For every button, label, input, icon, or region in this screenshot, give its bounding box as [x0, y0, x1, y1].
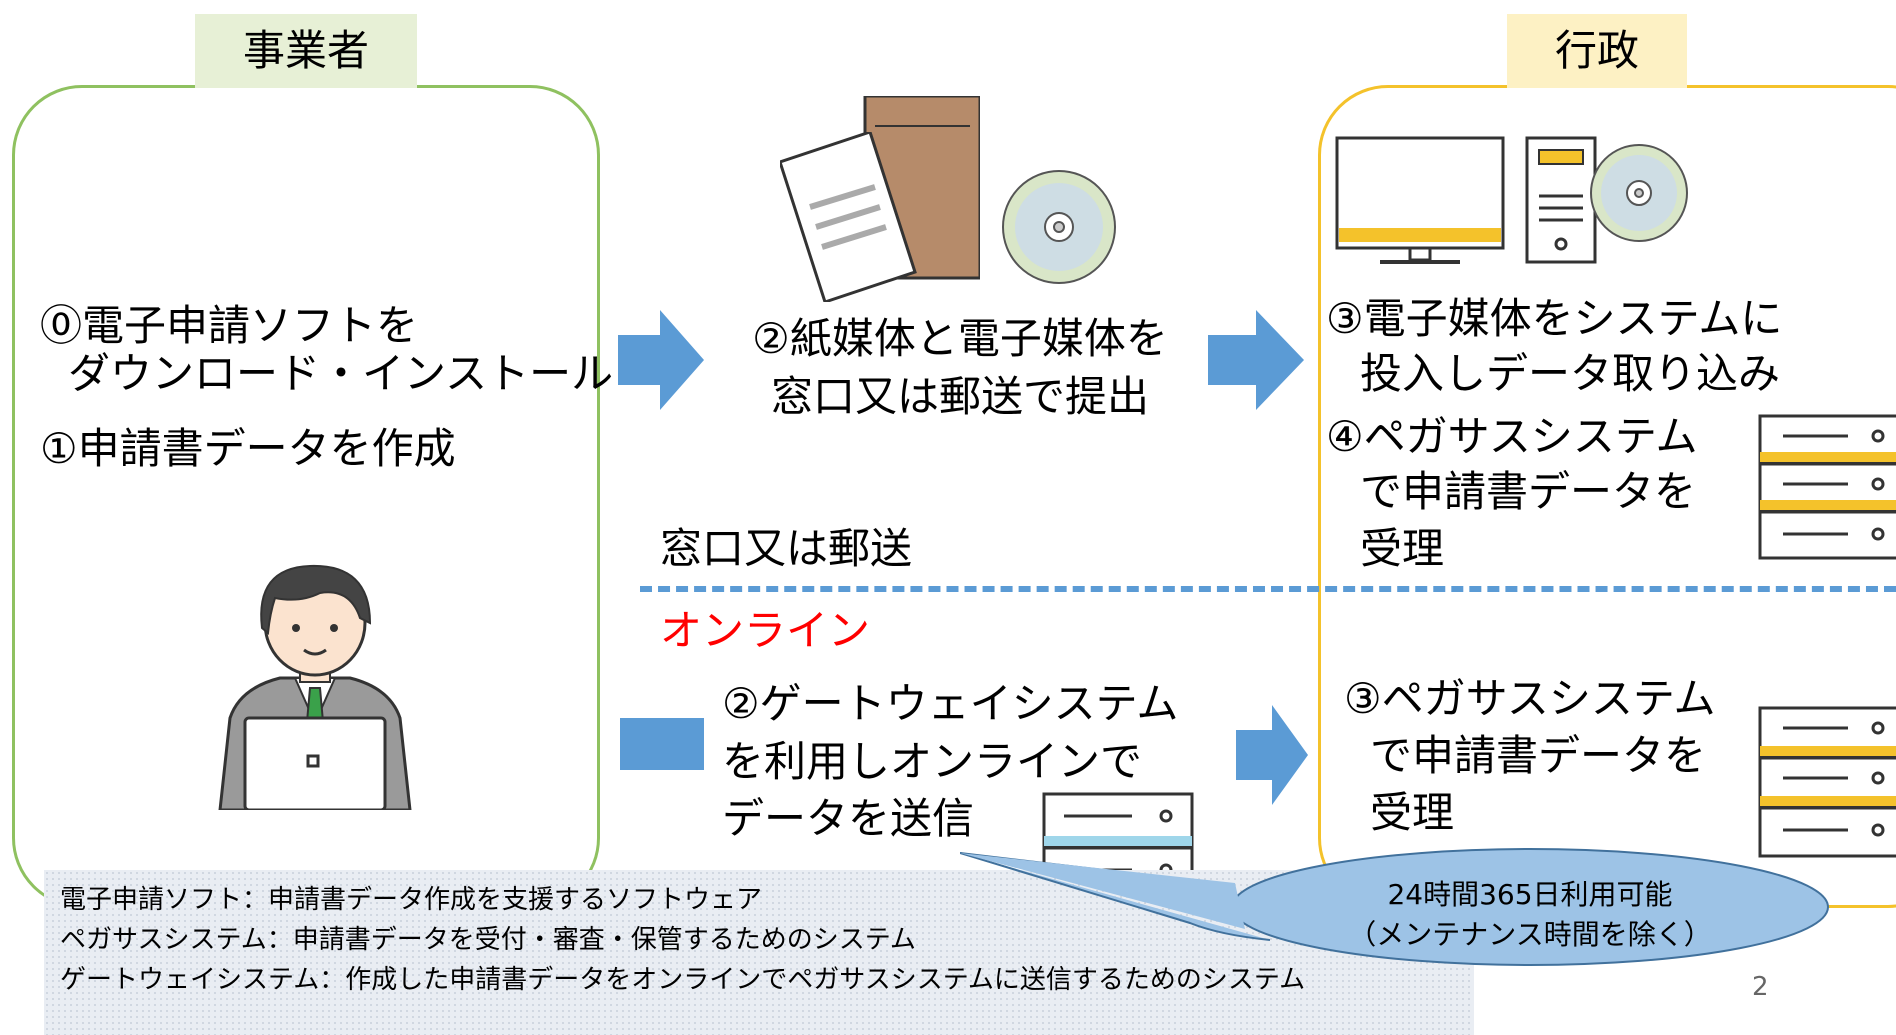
paper-step4-line3: 受理 [1360, 524, 1445, 573]
online-step2-line1: ②ゲートウェイシステム [722, 679, 1179, 728]
availability-callout [960, 848, 1829, 966]
cd-disc-icon [1590, 144, 1688, 242]
callout-text: 24時間365日利用可能 （メンテナンス時間を除く） [1345, 875, 1715, 955]
online-step3-line3: 受理 [1370, 788, 1455, 837]
server-rack-icon [1758, 414, 1896, 560]
arrow-right-icon [1236, 705, 1308, 805]
step0-line1: ⓪電子申請ソフトを [40, 301, 419, 350]
paper-step2-line2: 窓口又は郵送で提出 [770, 372, 1149, 421]
step1-text: ①申請書データを作成 [40, 424, 456, 473]
paper-step2-line1: ②紙媒体と電子媒体を [752, 314, 1168, 363]
online-route-label: オンライン [660, 606, 871, 655]
paper-step3-line1: ③電子媒体をシステムに [1326, 294, 1783, 343]
arrow-right-icon [620, 718, 704, 770]
document-icon [780, 132, 917, 302]
online-step2-line3: データを送信 [722, 794, 975, 843]
person-laptop-icon [218, 564, 412, 810]
cd-disc-icon [1002, 170, 1116, 284]
route-divider [640, 586, 1896, 592]
callout-line2: （メンテナンス時間を除く） [1348, 918, 1712, 951]
page-number: 2 [1752, 972, 1769, 1002]
paper-route-label: 窓口又は郵送 [660, 524, 913, 573]
government-tab-label: 行政 [1507, 14, 1687, 88]
note-item: ゲートウェイシステム：作成した申請書データをオンラインでペガサスシステムに送信す… [60, 965, 1306, 995]
callout-line1: 24時間365日利用可能 [1387, 878, 1673, 911]
business-tab-label: 事業者 [195, 14, 417, 88]
glossary-notes: 電子申請ソフト：申請書データ作成を支援するソフトウェア ペガサスシステム：申請書… [44, 870, 1474, 1035]
paper-step4-line2: で申請書データを [1360, 467, 1697, 516]
note-item: ペガサスシステム：申請書データを受付・審査・保管するためのシステム [60, 925, 916, 955]
online-step2-line2: を利用しオンラインで [722, 737, 1143, 786]
online-step3-line1: ③ペガサスシステム [1344, 674, 1716, 723]
paper-step4-line1: ④ペガサスシステム [1326, 412, 1698, 461]
online-step3-line2: で申請書データを [1370, 731, 1707, 780]
arrow-right-icon [618, 310, 704, 410]
server-rack-icon [1758, 706, 1896, 858]
desktop-tower-icon [1525, 136, 1597, 264]
note-item: 電子申請ソフト：申請書データ作成を支援するソフトウェア [60, 885, 763, 915]
monitor-icon [1335, 136, 1505, 264]
step0-line2: ダウンロード・インストール [68, 349, 614, 398]
arrow-right-icon [1208, 310, 1304, 410]
paper-step3-line2: 投入しデータ取り込み [1360, 349, 1781, 398]
